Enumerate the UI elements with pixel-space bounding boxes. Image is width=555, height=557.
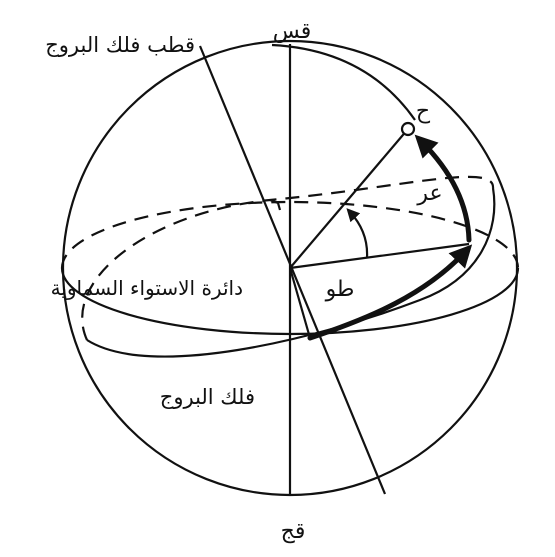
celestial-equator-front	[60, 267, 520, 336]
angle-arc	[346, 208, 369, 259]
pole-arc-upper	[271, 43, 416, 121]
latitude-label: عر	[416, 181, 442, 206]
latitude-arrow	[414, 134, 472, 243]
ecliptic-back	[81, 175, 495, 341]
radius-to-ecliptic-point	[289, 242, 470, 270]
ecliptic-axis	[198, 45, 387, 495]
longitude-label: طو	[325, 277, 355, 302]
longitude-arrow	[307, 244, 473, 341]
star-marker	[400, 121, 416, 137]
radius-to-vernal-point	[288, 267, 312, 339]
north-pole-label: قس	[273, 19, 312, 44]
pole-arc-inner	[269, 198, 282, 211]
ecliptic-label: فلك البروج	[160, 385, 255, 410]
south-pole-label: قج	[281, 519, 306, 544]
ecliptic-front	[86, 187, 496, 358]
ecliptic-pole-label: قطب فلك البروج	[45, 33, 195, 58]
celestial-equator-label: دائرة الاستواء السماوية	[51, 276, 243, 300]
radius-to-star	[289, 128, 409, 269]
star-label: ح	[416, 99, 431, 124]
